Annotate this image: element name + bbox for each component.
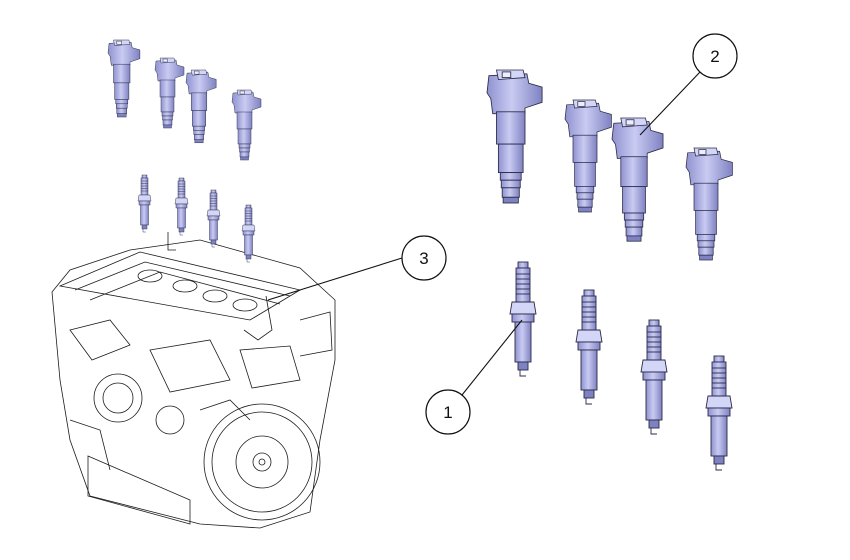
leader-line-3	[267, 257, 403, 301]
engine-plugs-small	[137, 174, 256, 263]
leader-line-1	[461, 319, 523, 396]
callout-label-3: 3	[419, 249, 428, 268]
engine-coils-small	[107, 39, 262, 161]
callout-2: 2	[639, 33, 738, 136]
callout-bubble-2	[692, 33, 738, 79]
leader-line-2	[639, 71, 701, 136]
callout-3: 3	[267, 235, 447, 301]
callout-label-1: 1	[443, 403, 452, 422]
callout-label-2: 2	[710, 47, 719, 66]
callout-1: 1	[425, 319, 523, 435]
callout-bubble-1	[425, 389, 471, 435]
callout-bubble-3	[401, 235, 447, 281]
engine-illustration	[51, 232, 336, 529]
ignition-coils	[486, 69, 733, 261]
spark-plugs	[509, 261, 733, 471]
